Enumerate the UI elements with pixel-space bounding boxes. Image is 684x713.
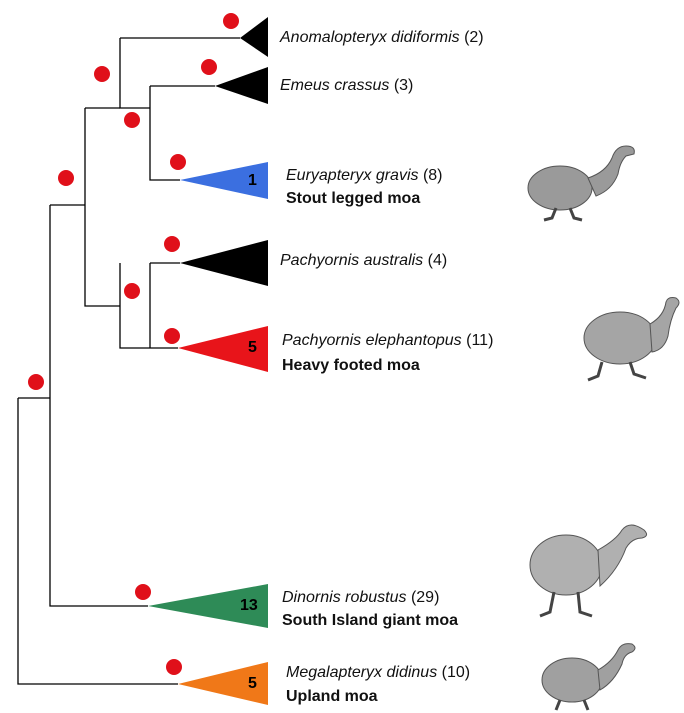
red-dot-icon	[135, 584, 151, 600]
clade-label-pachyornis-elephantopus: Pachyornis elephantopus (11)	[282, 332, 493, 350]
common-name-euryapteryx: Stout legged moa	[286, 190, 420, 208]
red-dot-icon	[223, 13, 239, 29]
clade-label-dinornis: Dinornis robustus (29)	[282, 589, 439, 607]
tree-branches	[18, 38, 240, 684]
species-name: Emeus crassus	[280, 77, 389, 94]
red-dot-icon	[124, 112, 140, 128]
sample-size: (11)	[466, 332, 493, 349]
sample-size: (3)	[394, 77, 414, 94]
sample-size: (10)	[442, 664, 470, 681]
species-name: Pachyornis elephantopus	[282, 332, 462, 349]
moa-bird-icon	[542, 644, 635, 710]
moa-bird-icon	[584, 298, 679, 381]
species-name: Euryapteryx gravis	[286, 167, 419, 184]
red-dot-icon	[170, 154, 186, 170]
species-name: Dinornis robustus	[282, 589, 407, 606]
species-name: Anomalopteryx didiformis	[280, 29, 460, 46]
red-dot-icon	[58, 170, 74, 186]
clade-triangle-pachyornis-australis	[180, 240, 268, 286]
clade-count-euryapteryx: 1	[248, 172, 257, 190]
red-dot-icon	[164, 236, 180, 252]
common-name-pachyornis-elephantopus: Heavy footed moa	[282, 357, 420, 375]
moa-bird-icon	[528, 146, 634, 220]
clade-triangle-emeus	[215, 67, 268, 104]
clade-label-pachyornis-australis: Pachyornis australis (4)	[280, 252, 447, 270]
branch-node-c	[120, 38, 150, 108]
sample-size: (8)	[423, 167, 443, 184]
clade-label-megalapteryx: Megalapteryx didinus (10)	[286, 664, 470, 682]
species-name: Megalapteryx didinus	[286, 664, 437, 681]
red-dot-icon	[94, 66, 110, 82]
clade-triangle-anomalopteryx	[240, 17, 268, 57]
moa-bird-icon	[530, 525, 647, 616]
clade-count-megalapteryx: 5	[248, 675, 257, 693]
red-dot-icon	[201, 59, 217, 75]
sample-size: (29)	[411, 589, 439, 606]
branch-root	[18, 398, 178, 684]
red-dot-icon	[28, 374, 44, 390]
branch-node-b	[85, 108, 120, 306]
species-name: Pachyornis australis	[280, 252, 423, 269]
red-dot-icon	[166, 659, 182, 675]
clade-count-pachyornis-elephantopus: 5	[248, 339, 257, 357]
sample-size: (4)	[428, 252, 448, 269]
clade-label-euryapteryx: Euryapteryx gravis (8)	[286, 167, 443, 185]
branch-node-a	[50, 205, 148, 606]
red-dot-icon	[124, 283, 140, 299]
clade-count-dinornis: 13	[240, 597, 258, 615]
clade-label-emeus: Emeus crassus (3)	[280, 77, 413, 95]
sample-size: (2)	[464, 29, 484, 46]
red-dot-icon	[164, 328, 180, 344]
clade-label-anomalopteryx: Anomalopteryx didiformis (2)	[280, 29, 484, 47]
common-name-megalapteryx: Upland moa	[286, 688, 378, 706]
common-name-dinornis: South Island giant moa	[282, 612, 458, 630]
